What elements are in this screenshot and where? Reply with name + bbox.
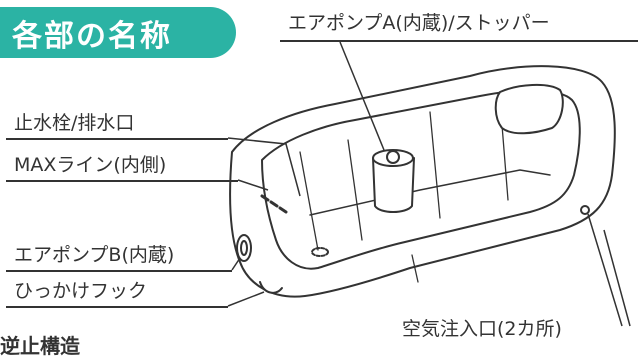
air-pump-b-valve [236, 234, 252, 262]
air-pump-a-body [372, 157, 415, 213]
label-hook: ひっかけフック [14, 280, 148, 302]
label-max-line: MAXライン(内側) [14, 154, 167, 176]
tub-inner-rim [261, 89, 581, 270]
section-title-badge: 各部の名称 [0, 7, 236, 58]
label-underline [6, 138, 228, 140]
headrest-pillow [494, 83, 564, 135]
label-air-pump-a: エアポンプA(内蔵)/ストッパー [288, 12, 550, 34]
label-underline [6, 306, 228, 308]
label-backflow-structure: 逆止構造 [0, 334, 80, 358]
hook-bump [259, 281, 283, 294]
label-drain-plug: 止水栓/排水口 [14, 112, 135, 134]
leader-air-inlet-1 [587, 213, 623, 327]
leader-max-line [237, 179, 269, 191]
tub-seam [299, 151, 319, 251]
tub-seam [411, 254, 419, 283]
leader-air-pump-a [339, 41, 385, 151]
tub-seam [347, 139, 363, 241]
leader-hook [227, 291, 265, 307]
drain-plug-indicator [311, 247, 329, 257]
air-pump-a-cap [386, 150, 400, 164]
air-pump-b-inner [240, 240, 248, 256]
leader-air-inlet-2 [603, 229, 631, 327]
leader-drain-plug [227, 137, 301, 197]
label-underline [280, 40, 638, 42]
label-underline [6, 270, 232, 272]
label-underline [6, 180, 238, 182]
label-air-pump-b: エアポンプB(内蔵) [14, 244, 175, 266]
max-line-marks [260, 194, 288, 214]
tub-seam [429, 111, 441, 219]
section-title: 各部の名称 [12, 18, 172, 54]
air-inlet-valve [580, 205, 590, 215]
tub-floor [309, 169, 551, 216]
leader-air-pump-b [231, 257, 241, 271]
label-air-inlet: 空気注入口(2カ所) [402, 318, 562, 340]
